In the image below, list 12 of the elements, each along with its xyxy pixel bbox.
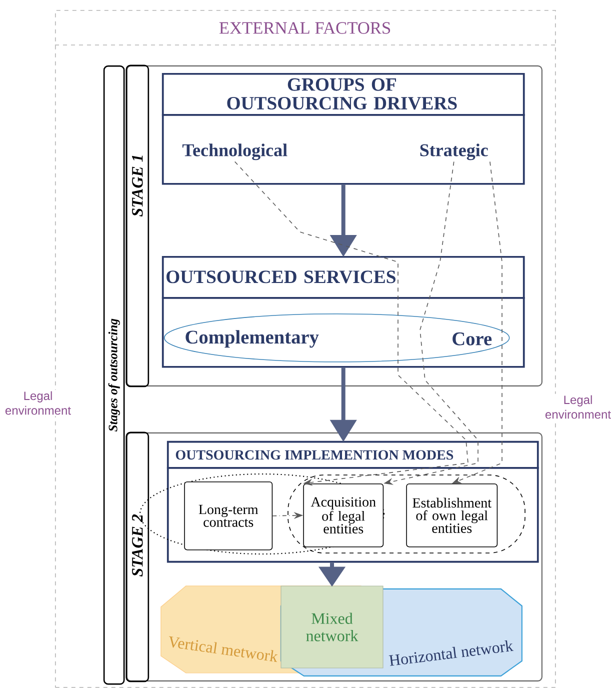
category-label: Strategic (420, 144, 488, 160)
mode-box: Acquisition of legal entities (303, 483, 384, 548)
mode-box: Long-term contracts (184, 481, 273, 550)
overlap-region: Mixed network (280, 586, 384, 668)
side-label: Legal environment (0, 390, 76, 416)
stage-bar: Stages of outsourcing (103, 65, 125, 685)
category-label: Complementary (186, 330, 319, 348)
ellipse-outline (164, 313, 510, 362)
dashed-arrow (234, 161, 468, 486)
category-label: Core (452, 332, 492, 346)
category-label: Technological (182, 144, 288, 160)
mode-box: Establishment of own legal entities (406, 483, 498, 548)
